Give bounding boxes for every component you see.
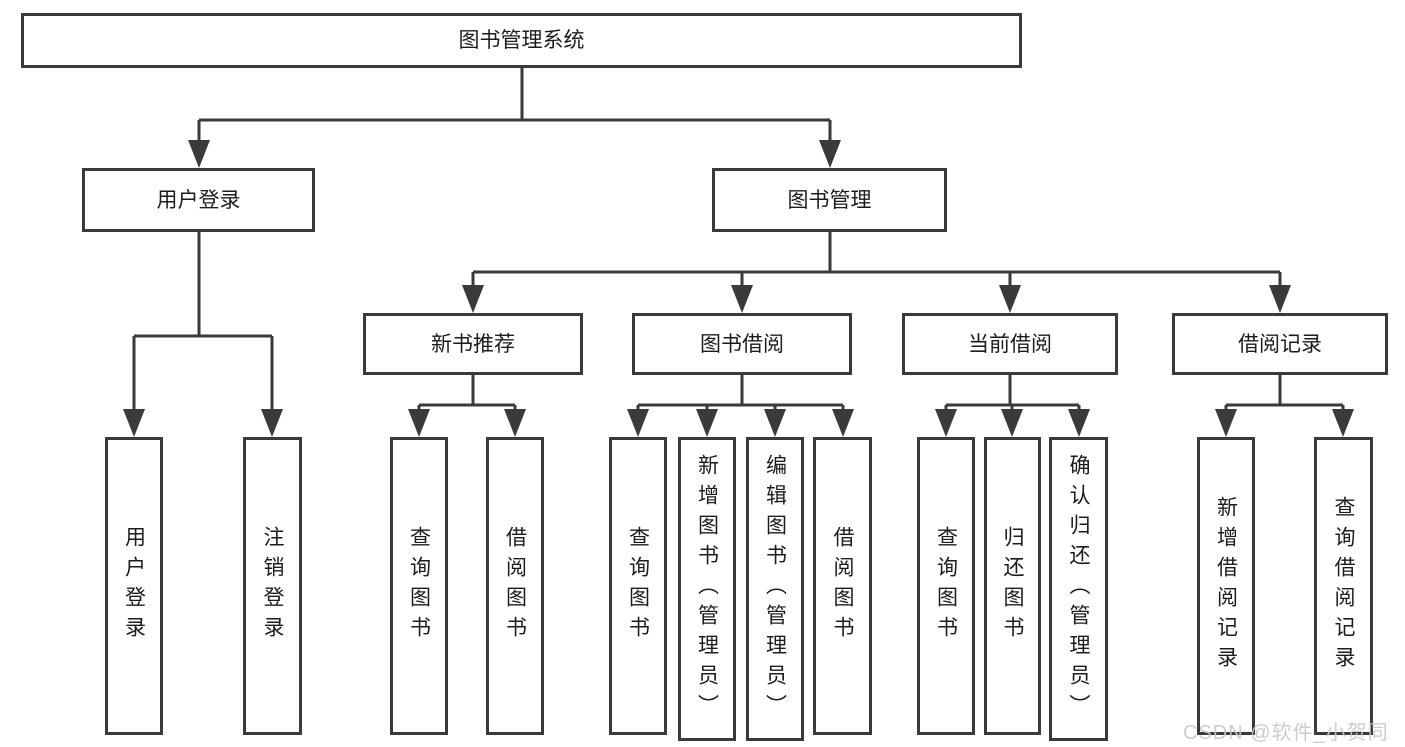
- arrowhead-icon: [764, 409, 786, 437]
- leaf-current-confirm-return-admin-label: 确认归还（管理员）: [1067, 454, 1090, 724]
- arrowhead-icon: [188, 140, 210, 168]
- csdn-watermark: CSDN @软件_小贺同学: [1183, 722, 1389, 744]
- leaf-records-add-record: 新增借阅记录: [1197, 437, 1255, 735]
- leaf-current-return-books: 归还图书: [984, 437, 1041, 735]
- arrowhead-icon: [832, 409, 854, 437]
- node-root-label: 图书管理系统: [458, 29, 585, 52]
- leaf-user-login: 用户登录: [105, 437, 163, 735]
- leaf-records-query-record: 查询借阅记录: [1314, 437, 1373, 735]
- node-book-management-label: 图书管理: [787, 188, 872, 212]
- leaf-newbook-borrow-books-label: 借阅图书: [503, 526, 527, 646]
- arrowhead-icon: [935, 409, 957, 437]
- leaf-current-query-books: 查询图书: [917, 437, 975, 735]
- leaf-user-login-label: 用户登录: [122, 526, 146, 646]
- leaf-borrowing-edit-books-admin: 编辑图书（管理员）: [746, 437, 804, 741]
- node-current-borrowing-label: 当前借阅: [968, 332, 1052, 356]
- node-root: 图书管理系统: [21, 13, 1022, 68]
- arrowhead-icon: [1269, 285, 1291, 313]
- leaf-borrowing-add-books-admin: 新增图书（管理员）: [678, 437, 736, 741]
- leaf-newbook-query-books-label: 查询图书: [407, 526, 431, 646]
- arrowhead-icon: [123, 409, 145, 437]
- leaf-borrowing-borrow-books-label: 借阅图书: [831, 526, 854, 646]
- node-user-login-label: 用户登录: [156, 188, 241, 212]
- node-new-book-recommendation: 新书推荐: [363, 313, 583, 375]
- leaf-borrowing-edit-books-admin-label: 编辑图书（管理员）: [763, 454, 787, 724]
- node-book-management: 图书管理: [712, 168, 947, 232]
- leaf-logout: 注销登录: [243, 437, 302, 735]
- arrowhead-group: [123, 140, 1354, 437]
- leaf-borrowing-add-books-admin-label: 新增图书（管理员）: [695, 454, 719, 724]
- leaf-current-return-books-label: 归还图书: [1001, 526, 1024, 646]
- leaf-records-add-record-label: 新增借阅记录: [1214, 496, 1238, 676]
- node-borrowing-records-label: 借阅记录: [1238, 332, 1322, 356]
- arrowhead-icon: [1068, 409, 1090, 437]
- leaf-borrowing-query-books: 查询图书: [609, 437, 667, 735]
- connector-path-group: [132, 68, 1345, 411]
- leaf-logout-label: 注销登录: [261, 526, 284, 646]
- node-borrowing-records: 借阅记录: [1172, 313, 1388, 375]
- arrowhead-icon: [408, 409, 430, 437]
- arrowhead-icon: [261, 409, 283, 437]
- node-book-borrowing: 图书借阅: [632, 313, 852, 375]
- arrowhead-icon: [1215, 409, 1237, 437]
- node-user-login: 用户登录: [82, 168, 315, 232]
- arrowhead-icon: [819, 140, 841, 168]
- leaf-current-confirm-return-admin: 确认归还（管理员）: [1049, 437, 1108, 741]
- node-book-borrowing-label: 图书借阅: [700, 332, 784, 356]
- arrowhead-icon: [731, 285, 753, 313]
- leaf-borrowing-query-books-label: 查询图书: [626, 526, 650, 646]
- arrowhead-icon: [627, 409, 649, 437]
- node-current-borrowing: 当前借阅: [902, 313, 1118, 375]
- leaf-records-query-record-label: 查询借阅记录: [1332, 496, 1355, 676]
- arrowhead-icon: [696, 409, 718, 437]
- leaf-borrowing-borrow-books: 借阅图书: [813, 437, 872, 735]
- leaf-newbook-borrow-books: 借阅图书: [486, 437, 544, 735]
- arrowhead-icon: [999, 285, 1021, 313]
- leaf-current-query-books-label: 查询图书: [934, 526, 958, 646]
- arrowhead-icon: [1332, 409, 1354, 437]
- arrowhead-icon: [462, 285, 484, 313]
- leaf-newbook-query-books: 查询图书: [390, 437, 448, 735]
- arrowhead-icon: [1001, 409, 1023, 437]
- arrowhead-icon: [504, 409, 526, 437]
- node-new-book-recommendation-label: 新书推荐: [431, 332, 515, 356]
